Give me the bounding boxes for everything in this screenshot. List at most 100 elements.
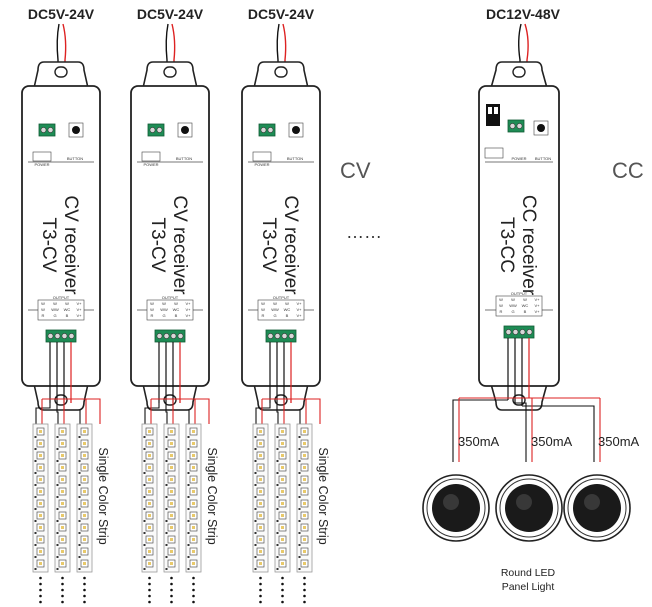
learn-button — [181, 126, 189, 134]
resistor — [276, 508, 279, 510]
resistor — [298, 460, 301, 462]
led-emitter — [83, 550, 86, 553]
supply-voltage-label: DC5V-24V — [248, 6, 315, 22]
resistor — [34, 568, 37, 570]
resistor — [276, 448, 279, 450]
resistor — [254, 472, 257, 474]
led-emitter — [303, 490, 306, 493]
resistor — [187, 556, 190, 558]
led-emitter — [259, 550, 262, 553]
output-table-cell: V+ — [185, 301, 191, 306]
output-terminal — [45, 329, 77, 343]
terminal-screw — [163, 333, 170, 339]
resistor — [56, 556, 59, 558]
output-table-cell: WW — [51, 307, 59, 312]
led-emitter — [281, 562, 284, 565]
terminal-screw — [47, 127, 54, 133]
resistor — [298, 556, 301, 558]
supply-voltage-label: DC12V-48V — [486, 6, 561, 22]
continuation-dot — [281, 594, 284, 598]
resistor — [254, 448, 257, 450]
led-emitter — [259, 454, 262, 457]
resistor — [165, 484, 168, 486]
led-emitter — [170, 562, 173, 565]
led-emitter — [281, 442, 284, 445]
continuation-dot — [281, 582, 284, 586]
input-wire-positive — [524, 23, 529, 125]
resistor — [56, 568, 59, 570]
resistor — [276, 472, 279, 474]
terminal-screw — [274, 333, 281, 339]
terminal-screw — [505, 329, 512, 335]
continuation-dot — [259, 594, 262, 598]
output-table — [495, 295, 543, 317]
supply-voltage-label: DC5V-24V — [137, 6, 204, 22]
output-table-cell: W — [53, 301, 57, 306]
continuation-dot — [61, 600, 64, 604]
resistor — [165, 436, 168, 438]
strip-label-group: Single Color Strip — [205, 447, 219, 544]
resistor — [34, 436, 37, 438]
continuation-dot — [61, 588, 64, 592]
led-emitter — [83, 442, 86, 445]
strip-label-group: Single Color Strip — [96, 447, 110, 544]
led-emitter — [148, 538, 151, 541]
receiver-type-label: CV receiver — [169, 195, 190, 295]
terminal-screw — [516, 123, 523, 129]
led-emitter — [281, 526, 284, 529]
strip-body — [163, 423, 180, 573]
output-table-cell: R — [42, 313, 45, 318]
continuation-dot — [39, 600, 42, 604]
mounting-hole-top — [163, 66, 177, 78]
led-emitter — [192, 454, 195, 457]
current-label: 350mA — [458, 434, 500, 449]
led-emitter — [61, 550, 64, 553]
led-emitter — [303, 502, 306, 505]
strip-body — [76, 423, 93, 573]
strip-body — [32, 423, 49, 573]
receiver-type-label: CC receiver — [518, 195, 539, 296]
resistor — [276, 436, 279, 438]
led-emitter — [39, 538, 42, 541]
light-caption-line2: Panel Light — [502, 581, 555, 593]
led-emitter — [61, 526, 64, 529]
led-emitter — [148, 478, 151, 481]
led-emitter — [39, 502, 42, 505]
continuation-dot — [39, 588, 42, 592]
led-emitter — [148, 550, 151, 553]
output-table-cell: G — [511, 309, 514, 314]
output-table-cell: V+ — [534, 309, 540, 314]
resistor — [78, 496, 81, 498]
output-table-cell: W — [150, 307, 154, 312]
dip-switch-lever — [494, 107, 498, 114]
terminal-screw — [267, 127, 274, 133]
continuation-dot — [259, 600, 262, 604]
led-emitter — [192, 526, 195, 529]
input-wire-positive — [282, 23, 287, 128]
continuation-dot — [303, 588, 306, 592]
output-table-cell: W — [499, 303, 503, 308]
resistor — [143, 496, 146, 498]
output-label: OUTPUT — [511, 291, 528, 296]
resistor — [298, 508, 301, 510]
output-table-cell: W — [499, 297, 503, 302]
power-label: POWER — [254, 162, 269, 167]
resistor — [276, 544, 279, 546]
resistor — [34, 496, 37, 498]
output-table — [146, 299, 194, 321]
round-led-panel-light — [422, 474, 490, 542]
strip-label: Single Color Strip — [205, 447, 219, 544]
continuation-dot — [148, 594, 151, 598]
resistor — [143, 532, 146, 534]
receiver-type-label: CV receiver — [280, 195, 301, 295]
continuation-dot — [281, 600, 284, 604]
led-emitter — [83, 502, 86, 505]
resistor — [276, 460, 279, 462]
resistor — [56, 544, 59, 546]
led-emitter — [148, 562, 151, 565]
led-emitter — [192, 550, 195, 553]
resistor — [34, 460, 37, 462]
receiver-model-label: T3-CV — [258, 218, 279, 273]
